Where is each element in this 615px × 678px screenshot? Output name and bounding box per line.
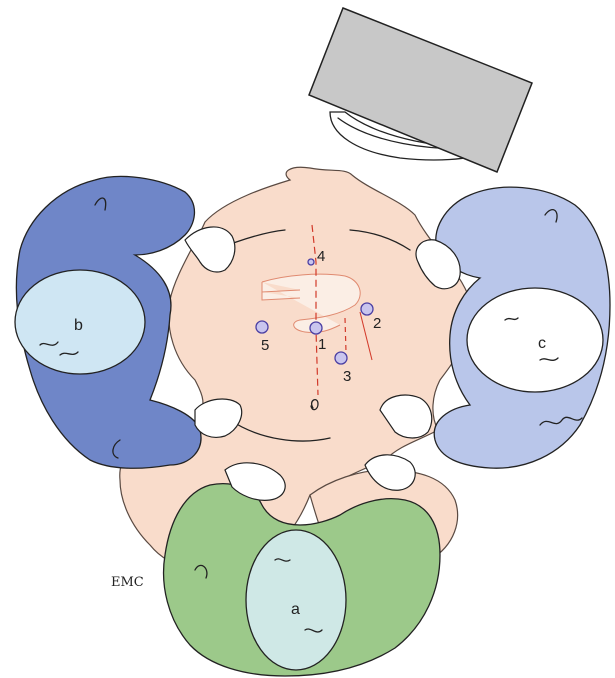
surgeon-a-head: [246, 530, 346, 670]
surgeon-a-label: a: [291, 601, 300, 618]
illustrator-signature: EMC: [111, 575, 144, 590]
port-3: [335, 352, 347, 364]
assistant-c-label: c: [538, 335, 546, 352]
assistant-b-label: b: [74, 317, 83, 334]
port-5: [256, 321, 268, 333]
port-2: [361, 303, 373, 315]
port-label-4: 4: [317, 248, 325, 265]
port-label-1: 1: [318, 336, 326, 353]
monitor: [309, 8, 532, 172]
port-label-3: 3: [343, 368, 351, 385]
port-4: [308, 259, 314, 265]
port-label-2: 2: [373, 315, 381, 332]
port-label-5: 5: [261, 337, 269, 354]
port-1: [310, 322, 322, 334]
assistant-c-head: [467, 288, 603, 392]
